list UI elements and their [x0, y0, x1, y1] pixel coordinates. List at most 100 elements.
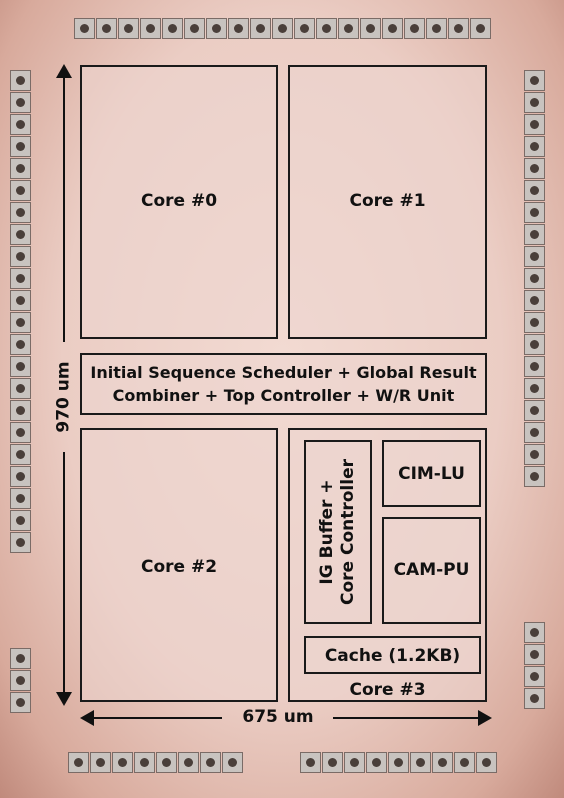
scheduler-label-line1: Initial Sequence Scheduler + Global Resu… [90, 363, 477, 382]
core-1-label: Core #1 [349, 191, 426, 211]
bond-pad [184, 18, 205, 39]
bond-pad [10, 378, 31, 399]
bond-pad [524, 666, 545, 687]
bond-pad [10, 648, 31, 669]
bond-pad [10, 246, 31, 267]
bond-pad [90, 752, 111, 773]
bond-pad [404, 18, 425, 39]
bond-pad [524, 444, 545, 465]
bond-pad [10, 670, 31, 691]
bond-pad [300, 752, 321, 773]
bond-pad [10, 466, 31, 487]
core-0-label: Core #0 [140, 191, 218, 211]
bond-pad [10, 290, 31, 311]
bond-pad [206, 18, 227, 39]
bond-pad [10, 692, 31, 713]
bond-pad [156, 752, 177, 773]
bond-pad [10, 532, 31, 553]
bond-pad [524, 114, 545, 135]
bond-pad [10, 70, 31, 91]
bond-pad [96, 18, 117, 39]
core-3-block: IG Buffer + Core Controller CIM-LU CAM-P… [288, 428, 487, 702]
bond-pad [10, 422, 31, 443]
bond-pad [10, 92, 31, 113]
bond-pad [524, 334, 545, 355]
bond-pad [432, 752, 453, 773]
bond-pad [250, 18, 271, 39]
core-0-block: Core #0 [80, 65, 278, 339]
bond-pad [426, 18, 447, 39]
bond-pad [524, 622, 545, 643]
bond-pad [10, 268, 31, 289]
bond-pad [524, 356, 545, 377]
core-3-label: Core #3 [349, 680, 426, 700]
bond-pad [10, 114, 31, 135]
bond-pad [10, 356, 31, 377]
bond-pad [322, 752, 343, 773]
bond-pad [410, 752, 431, 773]
bond-pad [10, 202, 31, 223]
bond-pad [162, 18, 183, 39]
scheduler-label-line2: Combiner + Top Controller + W/R Unit [112, 386, 455, 405]
bond-pad [316, 18, 337, 39]
bond-pad [112, 752, 133, 773]
bond-pad [382, 18, 403, 39]
bond-pad [470, 18, 491, 39]
cam-pu-block: CAM-PU [382, 517, 481, 624]
bond-pad [10, 158, 31, 179]
bond-pad [366, 752, 387, 773]
bond-pad [448, 18, 469, 39]
bond-pad [524, 158, 545, 179]
core-2-block: Core #2 [80, 428, 278, 702]
cache-label: Cache (1.2KB) [324, 646, 461, 666]
bond-pad [524, 224, 545, 245]
bond-pad [68, 752, 89, 773]
bond-pad [360, 18, 381, 39]
bond-pad [524, 180, 545, 201]
bond-pad [74, 18, 95, 39]
bond-pad [524, 422, 545, 443]
cim-lu-label: CIM-LU [398, 464, 465, 484]
bond-pad [524, 290, 545, 311]
bond-pad [388, 752, 409, 773]
bond-pad [524, 400, 545, 421]
bond-pad [200, 752, 221, 773]
ig-buffer-label-line1: IG Buffer + [316, 479, 337, 585]
bond-pad [10, 510, 31, 531]
bond-pad [524, 312, 545, 333]
bond-pad [524, 70, 545, 91]
bond-pad [524, 644, 545, 665]
bond-pad [10, 224, 31, 245]
scheduler-controller-block: Initial Sequence Scheduler + Global Resu… [80, 353, 487, 415]
ig-buffer-block: IG Buffer + Core Controller [304, 440, 372, 624]
cache-block: Cache (1.2KB) [304, 636, 481, 674]
bond-pad [524, 688, 545, 709]
bond-pad [338, 18, 359, 39]
bond-pad [524, 268, 545, 289]
width-dimension-label: 675 um [242, 707, 314, 727]
bond-pad [294, 18, 315, 39]
bond-pad [10, 488, 31, 509]
bond-pad [524, 136, 545, 157]
bond-pad [10, 136, 31, 157]
bond-pad [272, 18, 293, 39]
bond-pad [118, 18, 139, 39]
cam-pu-label: CAM-PU [393, 560, 470, 580]
bond-pad [10, 180, 31, 201]
height-dimension-label: 970 um [53, 361, 74, 433]
cim-lu-block: CIM-LU [382, 440, 481, 507]
bond-pad [140, 18, 161, 39]
bond-pad [228, 18, 249, 39]
core-2-label: Core #2 [140, 557, 218, 577]
bond-pad [222, 752, 243, 773]
bond-pad [524, 246, 545, 267]
ig-buffer-label: IG Buffer + Core Controller [317, 447, 360, 617]
bond-pad [524, 466, 545, 487]
bond-pad [524, 202, 545, 223]
bond-pad [344, 752, 365, 773]
core-1-block: Core #1 [288, 65, 487, 339]
bond-pad [476, 752, 497, 773]
bond-pad [10, 334, 31, 355]
bond-pad [454, 752, 475, 773]
